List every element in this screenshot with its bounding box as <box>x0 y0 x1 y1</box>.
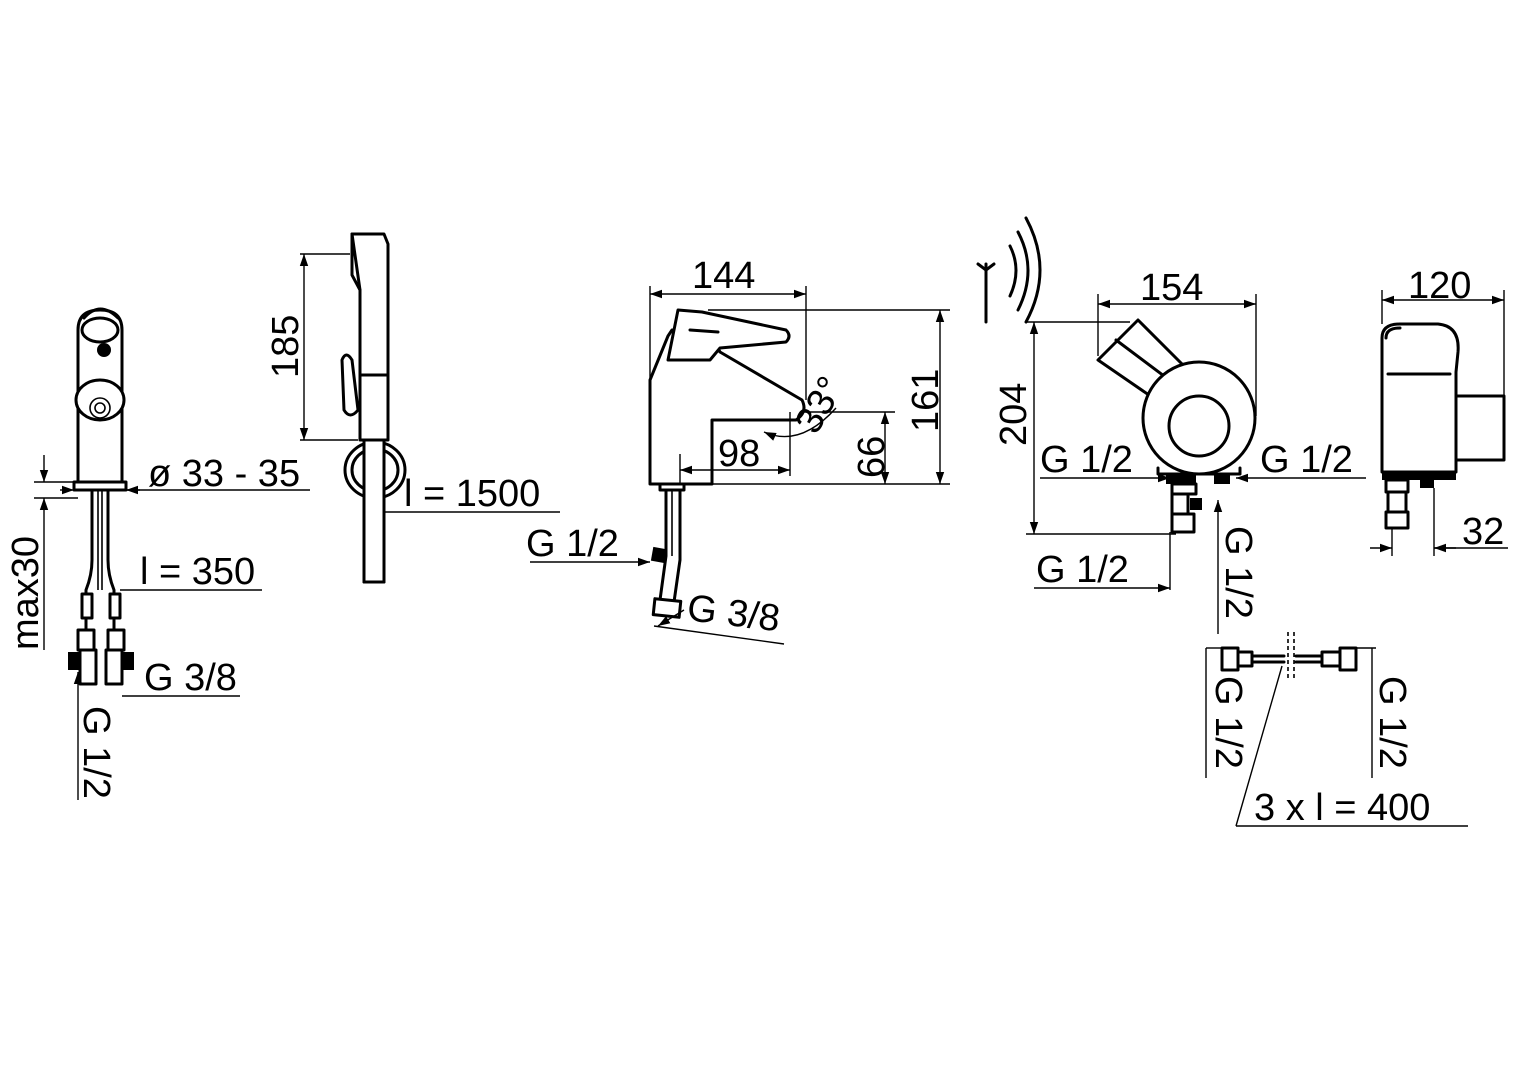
connection-hose-dimensions <box>1205 647 1468 827</box>
tap-side-dimensions <box>530 286 950 645</box>
control-unit-front <box>1096 318 1257 534</box>
g12-label-left: G 1/2 <box>75 706 117 799</box>
control-unit-side <box>1380 322 1506 530</box>
width-32-label: 32 <box>1462 511 1504 553</box>
control-unit-dimensions <box>1026 294 1366 634</box>
height-204-label: 204 <box>993 383 1035 446</box>
control-unit-side-dimensions <box>1370 290 1508 556</box>
hand-shower <box>340 232 407 584</box>
g38-label-left: G 3/8 <box>144 657 237 699</box>
g12-label-unit-right: G 1/2 <box>1260 439 1353 481</box>
hose-length-400-label: 3 x l = 400 <box>1254 787 1430 829</box>
diameter-label: ø 33 - 35 <box>148 453 300 495</box>
hose-length-350-label: l = 350 <box>140 551 255 593</box>
hose-length-1500-label: l = 1500 <box>404 473 540 515</box>
g12-label-hose-right: G 1/2 <box>1371 676 1413 769</box>
max30-label: max30 <box>5 536 47 650</box>
tap-front-dimensions <box>34 455 310 800</box>
angle-33-label: 33° <box>787 370 852 441</box>
g12-label-unit-vertical: G 1/2 <box>1217 526 1259 619</box>
g12-label-hose-left: G 1/2 <box>1207 676 1249 769</box>
hand-shower-dimensions <box>299 253 560 513</box>
tap-side-view <box>648 308 806 619</box>
connection-hose <box>1220 632 1358 680</box>
width-154-label: 154 <box>1140 267 1203 309</box>
height-66-label: 66 <box>851 436 893 478</box>
wireless-signal-icon <box>976 216 1042 324</box>
g12-label-unit-left: G 1/2 <box>1040 439 1133 481</box>
depth-120-label: 120 <box>1408 265 1471 307</box>
reach-98-label: 98 <box>718 433 760 475</box>
width-144-label: 144 <box>692 255 755 297</box>
tap-front-view <box>68 307 134 686</box>
g12-label-unit-bottom: G 1/2 <box>1036 549 1129 591</box>
g12-label-side: G 1/2 <box>526 523 619 565</box>
height-161-label: 161 <box>905 369 947 432</box>
height-185-label: 185 <box>265 315 307 378</box>
